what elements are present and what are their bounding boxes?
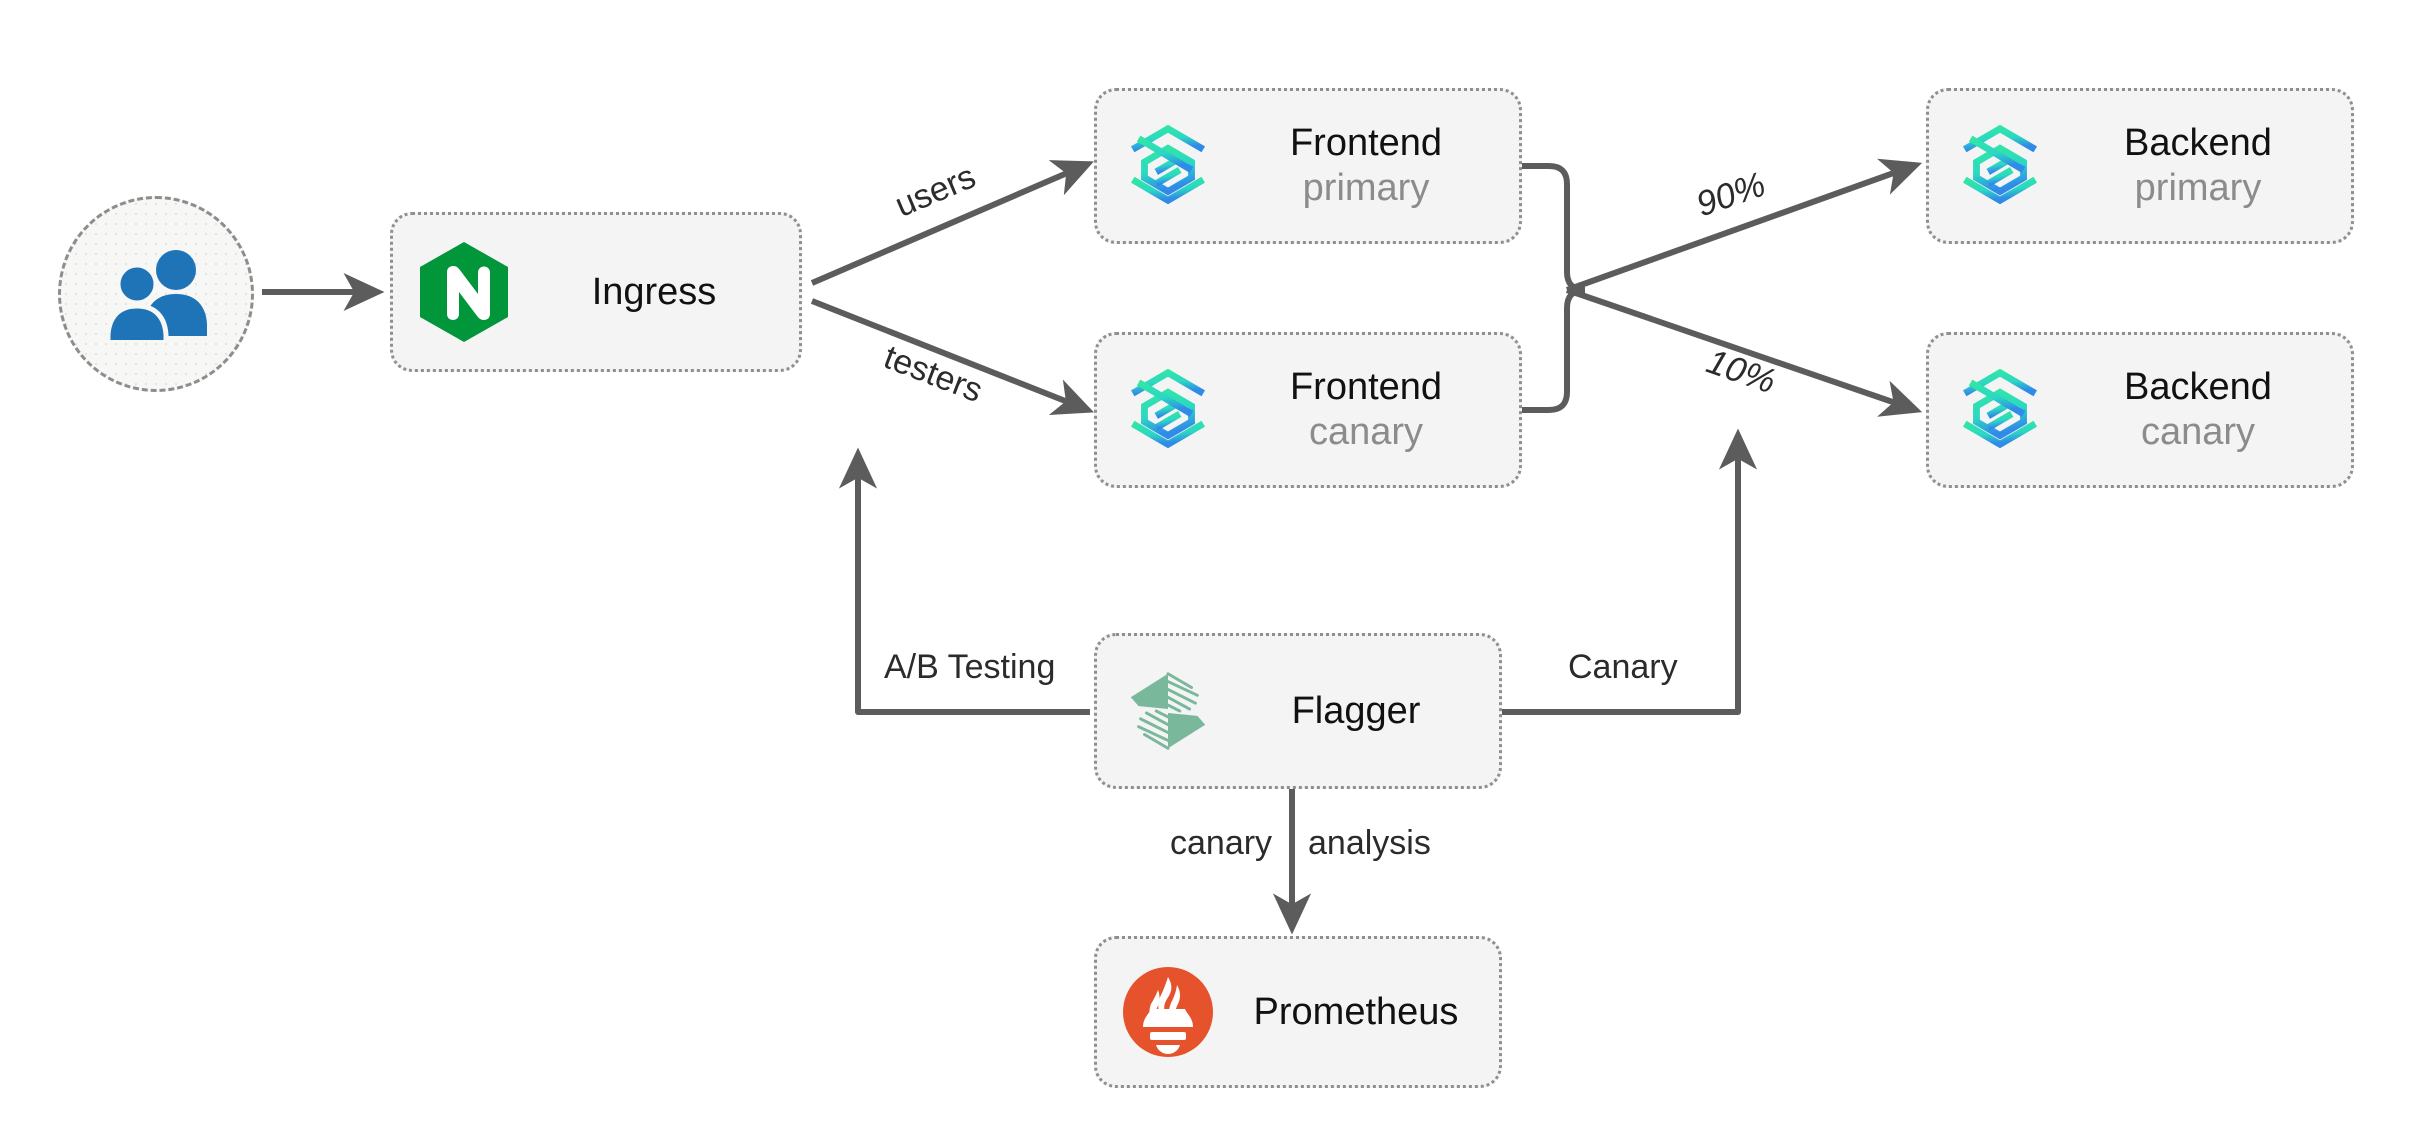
node-backend-canary[interactable]: Backend canary [1926,332,2354,488]
edge-label-10-percent: 10% [1701,341,1781,402]
node-frontend-primary-text: Frontend primary [1235,121,1497,211]
node-frontend-canary-text: Frontend canary [1235,365,1497,455]
edge-frontend-primary-merge [1522,163,1586,293]
node-flagger-text: Flagger [1235,689,1477,734]
edge-label-analysis-word: analysis [1308,824,1431,862]
node-ingress[interactable]: Ingress [390,212,802,372]
node-frontend-canary[interactable]: Frontend canary [1094,332,1522,488]
users-source-node[interactable] [58,196,254,392]
edge-frontend-canary-merge [1522,287,1586,413]
node-backend-primary-sub: primary [2134,167,2262,209]
node-prometheus[interactable]: Prometheus [1094,936,1502,1088]
node-flagger-title: Flagger [1291,689,1421,732]
node-frontend-primary[interactable]: Frontend primary [1094,88,1522,244]
node-ingress-text: Ingress [531,270,777,315]
flux-cube-icon [1951,117,2049,215]
flux-cube-icon [1119,361,1217,459]
edge-label-90-percent: 90% [1691,164,1771,225]
node-frontend-primary-title: Frontend [1289,122,1443,165]
node-flagger[interactable]: Flagger [1094,633,1502,789]
edge-label-testers: testers [878,338,988,411]
node-ingress-title: Ingress [591,270,717,313]
flagger-icon [1119,662,1217,760]
node-frontend-canary-sub: canary [1308,411,1424,453]
nginx-icon [415,242,513,342]
flux-cube-icon [1951,361,2049,459]
flux-cube-icon [1119,117,1217,215]
node-backend-canary-text: Backend canary [2067,365,2329,455]
node-backend-primary-title: Backend [2124,122,2272,165]
prometheus-icon [1119,963,1217,1061]
edge-label-users: users [889,157,982,225]
edge-label-canary-word: canary [1170,824,1273,862]
node-frontend-primary-sub: primary [1302,167,1430,209]
node-backend-canary-sub: canary [2140,411,2256,453]
node-backend-primary[interactable]: Backend primary [1926,88,2354,244]
edge-label-canary: Canary [1568,648,1678,686]
node-prometheus-text: Prometheus [1235,990,1477,1035]
node-prometheus-title: Prometheus [1253,990,1459,1033]
node-backend-canary-title: Backend [2124,366,2272,409]
users-icon [105,250,207,340]
node-backend-primary-text: Backend primary [2067,121,2329,211]
node-frontend-canary-title: Frontend [1289,366,1443,409]
edge-label-ab-testing: A/B Testing [884,648,1056,686]
